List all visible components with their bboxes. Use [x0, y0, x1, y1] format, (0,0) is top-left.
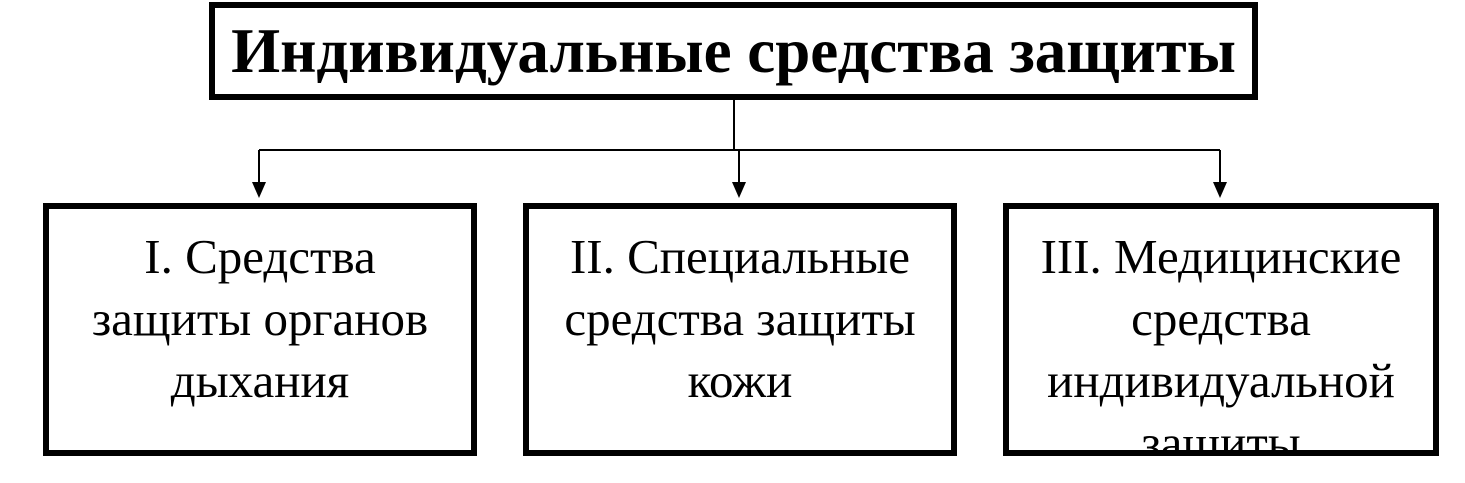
- child-node-medical: III. Медицинские средства индивидуальной…: [1003, 203, 1439, 456]
- child-node-line: II. Специальные: [569, 229, 911, 284]
- child-node-skin: II. Специальные средства защиты кожи: [523, 203, 957, 456]
- child-node-label: I. Средства защиты органов дыхания: [84, 226, 436, 412]
- child-node-label: III. Медицинские средства индивидуальной…: [1033, 226, 1410, 456]
- child-node-line: защиты: [1141, 415, 1301, 456]
- child-node-respiratory: I. Средства защиты органов дыхания: [43, 203, 477, 456]
- child-node-line: индивидуальной: [1047, 353, 1395, 408]
- child-node-line: I. Средства: [144, 229, 376, 284]
- arrowhead-child-2: [732, 182, 746, 198]
- child-node-line: дыхания: [170, 353, 350, 408]
- arrowhead-child-3: [1213, 182, 1227, 198]
- root-node: Индивидуальные средства защиты: [209, 2, 1258, 100]
- child-node-label: II. Специальные средства защиты кожи: [556, 226, 923, 412]
- root-node-title: Индивидуальные средства защиты: [231, 15, 1236, 86]
- child-node-line: средства защиты: [564, 291, 916, 346]
- child-node-line: средства: [1131, 291, 1311, 346]
- child-node-line: кожи: [687, 353, 793, 408]
- arrowhead-child-1: [252, 182, 266, 198]
- child-node-line: III. Медицинские: [1040, 229, 1402, 284]
- child-node-line: защиты органов: [91, 291, 429, 346]
